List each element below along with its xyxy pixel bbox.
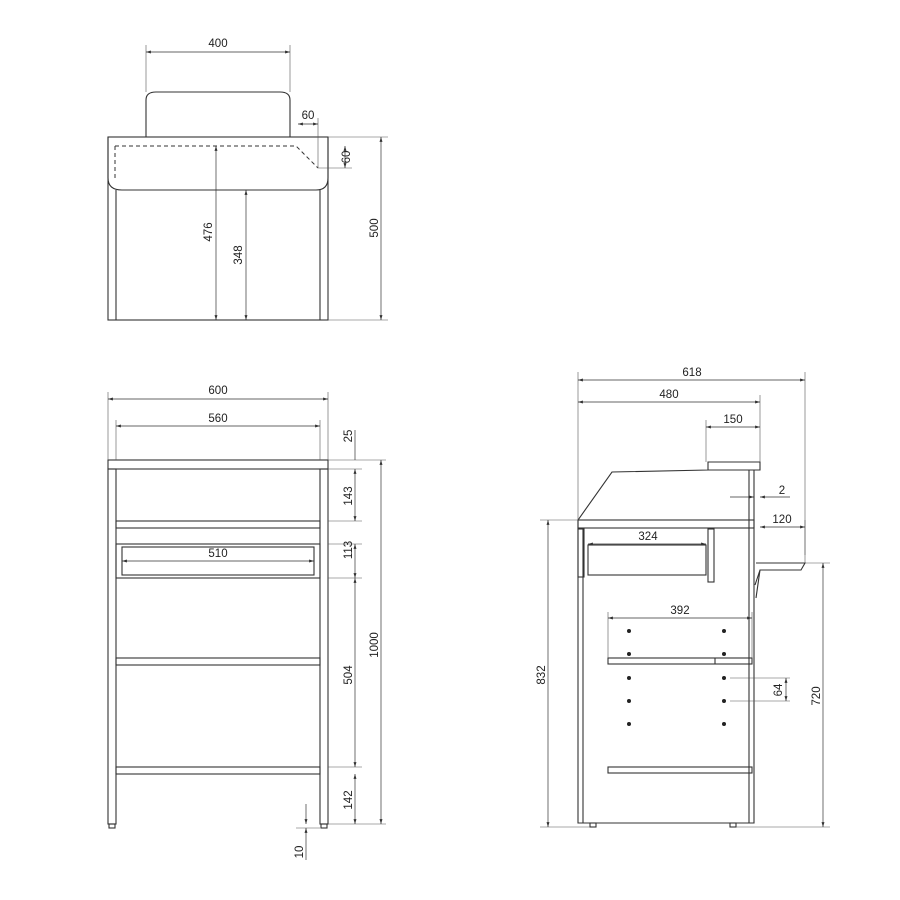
backrest-width-label: 400 <box>208 38 227 50</box>
drawer-front <box>115 543 321 579</box>
left-side-panel <box>107 468 117 825</box>
peg-hole <box>627 629 631 633</box>
lower-shelf <box>115 766 321 775</box>
side-drawer-front <box>577 528 585 578</box>
shelf-depth-label: 392 <box>670 605 689 617</box>
seat-outline <box>107 136 329 321</box>
peg-hole <box>627 722 631 726</box>
peg-hole <box>722 676 726 680</box>
shelf-overhang-label: 120 <box>772 514 791 526</box>
side-lower-shelf <box>607 766 753 774</box>
backrest-outline <box>145 91 291 137</box>
side-drawer-back <box>707 528 715 583</box>
middle-shelf <box>115 657 321 666</box>
top-offset-label: 2 <box>779 485 785 497</box>
corner-y-label: 60 <box>341 151 353 164</box>
drawer-height-label: 113 <box>343 541 355 559</box>
upper-shelf <box>115 520 321 529</box>
total-depth-label: 500 <box>369 218 381 237</box>
overall-width-label: 600 <box>208 385 227 397</box>
drawer-width-label: 510 <box>208 548 227 560</box>
reading-shelf <box>754 562 806 599</box>
side-foot-back <box>729 822 737 828</box>
side-top-shelf <box>577 519 755 529</box>
peg-hole <box>627 699 631 703</box>
peg-hole <box>722 652 726 656</box>
side-middle-shelf <box>607 657 753 665</box>
side-view: 618 480 150 2 120 324 392 64 832 <box>536 367 830 828</box>
body-outline <box>577 461 761 824</box>
side-height-label: 832 <box>536 665 548 684</box>
seat-front-curve <box>107 137 329 191</box>
right-side-panel <box>319 468 329 825</box>
side-drawer-box <box>587 544 707 576</box>
foot-right <box>320 823 328 829</box>
hole-pitch-label: 64 <box>773 683 785 696</box>
inner-width-label: 560 <box>208 413 227 425</box>
foot-left <box>108 823 116 829</box>
foot-height-label: 10 <box>294 846 306 859</box>
peg-holes <box>627 629 726 726</box>
side-foot-front <box>589 822 597 828</box>
upper-gap-label: 143 <box>343 486 355 505</box>
cavity-depth-label: 348 <box>233 245 245 264</box>
seat-hidden-outline <box>114 145 319 180</box>
peg-hole <box>627 676 631 680</box>
total-height-label: 1000 <box>369 632 381 658</box>
overall-depth-label: 618 <box>682 367 701 379</box>
inner-depth-label: 476 <box>203 222 215 241</box>
peg-hole <box>722 722 726 726</box>
front-view: 600 560 510 25 143 113 504 142 1000 <box>107 385 386 860</box>
top-panel <box>107 459 329 470</box>
body-depth-label: 480 <box>659 389 678 401</box>
ledge-width-label: 150 <box>723 414 742 426</box>
top-view: 400 60 60 476 348 500 <box>107 38 388 321</box>
peg-hole <box>627 652 631 656</box>
shelf-height-label: 720 <box>811 686 823 705</box>
corner-x-label: 60 <box>302 110 315 122</box>
peg-hole <box>722 629 726 633</box>
bottom-gap-label: 142 <box>343 790 355 809</box>
peg-hole <box>722 699 726 703</box>
drawer-depth-label: 324 <box>638 531 658 543</box>
top-thickness-label: 25 <box>343 430 355 443</box>
middle-gap-label: 504 <box>343 665 355 685</box>
